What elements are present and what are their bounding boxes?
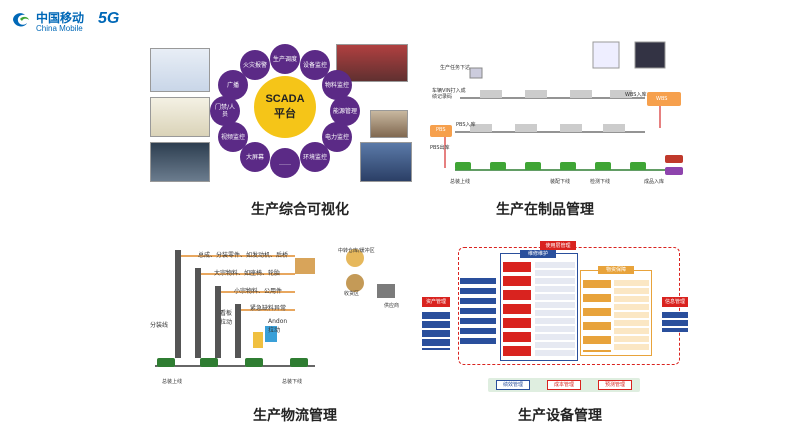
logistics-label-transit-warehouse: 中转仓库/缓冲区 (338, 248, 375, 254)
scada-platform-hub: SCADA 平台 (254, 76, 316, 138)
brand-name-cn: 中国移动 (36, 11, 85, 25)
logistics-row-small-material: 小宗物料、公用件 (234, 288, 283, 295)
equipment-asset-management: 资产管理 (422, 297, 450, 307)
equipment-inner-left (460, 278, 496, 348)
equipment-spare-grid (614, 280, 649, 352)
caption-logistics: 生产物流管理 (253, 408, 337, 424)
wip-label-wbs-box: WBS (656, 96, 668, 102)
bubble-energy-management: 能源管理 (330, 96, 360, 126)
bubble-access-personnel: 门禁/人员 (210, 96, 240, 126)
wip-label-inspection-offline: 检测下线 (590, 179, 611, 185)
logistics-label-supplier: 供应商 (384, 303, 400, 309)
bubble-environment-monitoring: 环境监控 (300, 142, 330, 172)
bubble-video-monitoring: 视频监控 (218, 122, 248, 152)
wip-label-rfid: RFID (640, 72, 652, 78)
logistics-row-bulk-material: 大宗物料、如座椅、轮胎 (214, 270, 281, 277)
scada-dashboard-thumbnail (360, 142, 412, 182)
bubble-production-scheduling: 生产调度 (270, 44, 300, 74)
bubble-more: …… (270, 148, 300, 178)
bubble-large-screen: 大屏幕 (240, 142, 270, 172)
logistics-label-assembly-online: 总装上线 (162, 379, 183, 385)
scada-screen-thumbnail-3 (150, 142, 210, 182)
caption-scada: 生产综合可视化 (251, 202, 349, 218)
wip-label-assembly-offline: 装配下线 (550, 179, 571, 185)
equipment-spare-label: 物资保障 (598, 266, 634, 274)
logistics-label-subline: 分装线 (150, 322, 169, 329)
brand-name-en: China Mobile (36, 24, 83, 33)
bubble-fire-alarm: 火灾报警 (240, 50, 270, 80)
equipment-spare-rows (583, 280, 611, 352)
equipment-repair-label: 维修维护 (520, 250, 556, 258)
scada-screen-thumbnail-2 (150, 97, 210, 137)
brand-logo: 中国移动 China Mobile 5G (10, 7, 190, 37)
logistics-label-andon: Andon拉动 (268, 318, 288, 334)
equipment-repair-rows (503, 262, 531, 356)
china-mobile-logo-icon (13, 13, 29, 27)
equipment-right-stack (662, 312, 688, 332)
scada-screen-thumbnail-1 (150, 48, 210, 92)
caption-equipment: 生产设备管理 (518, 408, 602, 424)
logistics-row-urgent: 紧急缺料异常 (250, 305, 287, 312)
equipment-bottom-forecast: 预测管理 (598, 380, 632, 390)
caption-wip: 生产在制品管理 (496, 202, 594, 218)
logistics-label-kanban: 看板拉动 (220, 310, 233, 326)
operator-photo (370, 110, 408, 138)
5g-badge: 5G (98, 10, 120, 27)
wip-label-task-release: 生产任务下达 (440, 65, 471, 71)
logistics-label-assembly-offline: 总装下线 (282, 379, 303, 385)
wip-label-assembly-online: 总装上线 (450, 179, 471, 185)
wip-label-pbs-box: PBS (436, 127, 446, 133)
equipment-info-management: 信息管理 (662, 297, 688, 307)
equipment-repair-grid (535, 262, 575, 356)
wip-label-wbs-in: WBS入库 (625, 92, 647, 98)
equipment-top-label: 使用层管理 (540, 241, 576, 250)
bubble-material-monitoring: 物料监控 (322, 70, 352, 100)
wip-label-vin: 车辆VIN打入成绩记录码 (432, 88, 466, 100)
wip-label-pbs-out: PBS出库 (430, 145, 450, 151)
wip-flow-diagram (430, 41, 683, 175)
logistics-label-receiving: 收货区 (344, 291, 360, 297)
wip-label-finished-storage: 成品入库 (644, 179, 665, 185)
equipment-left-stack (422, 312, 450, 350)
logistics-row-assembly-parts: 总成、分装零件、如发动机、后桥 (198, 252, 289, 259)
logistics-flow-diagram (155, 249, 395, 367)
equipment-bottom-cost: 成本管理 (547, 380, 581, 390)
equipment-bottom-performance: 绩效管理 (496, 380, 530, 390)
wip-label-pbs-in: PBS入库 (456, 122, 476, 128)
